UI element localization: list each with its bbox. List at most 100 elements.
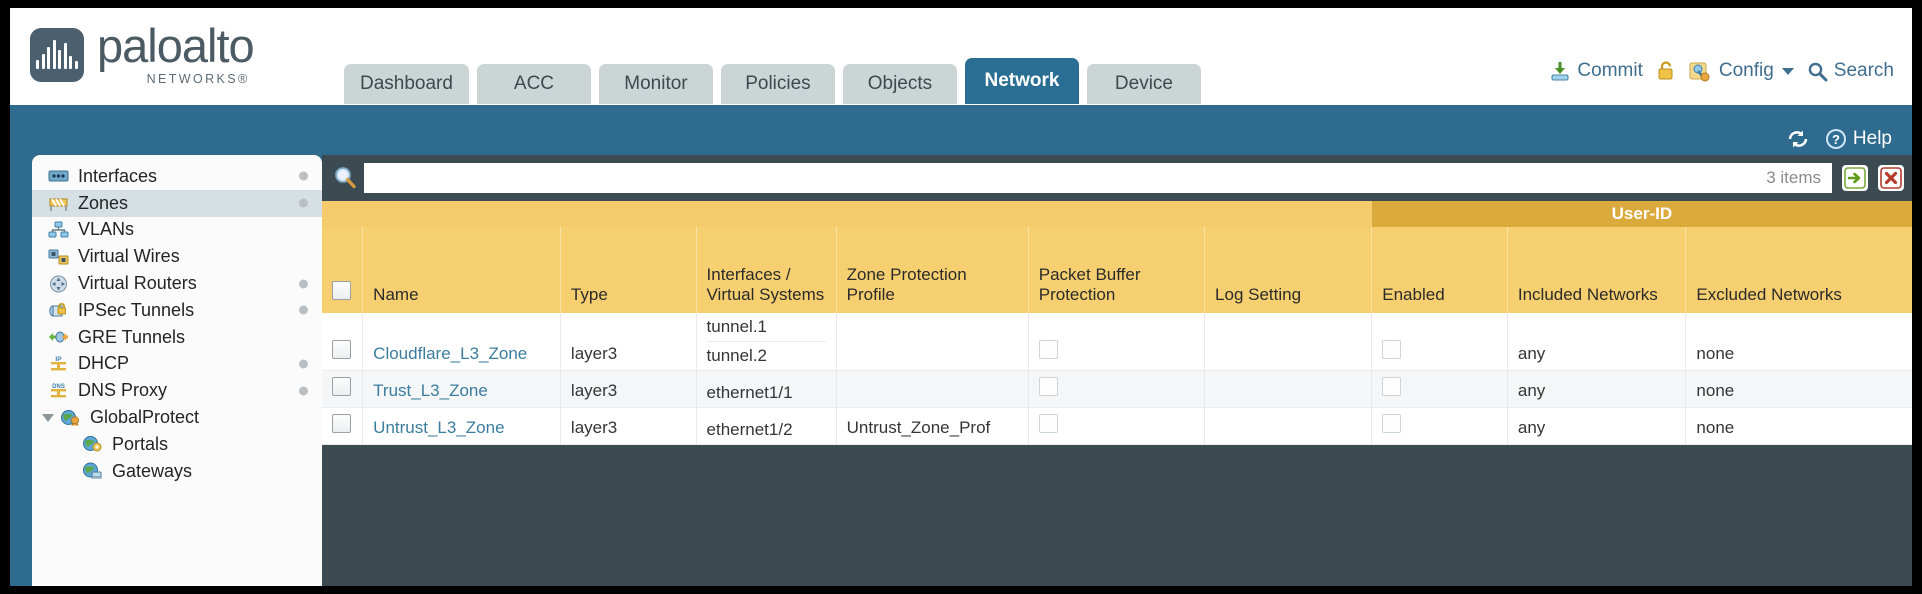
zones-icon [46, 193, 70, 213]
column-header-interfaces-virtual-systems[interactable]: Interfaces / Virtual Systems [695, 227, 837, 313]
nav-tab-label: ACC [513, 73, 555, 94]
sidebar-item-label: GRE Tunnels [78, 326, 186, 347]
refresh-button[interactable] [1786, 128, 1810, 150]
sidebar-item-globalprotect[interactable]: GlobalProtect [32, 404, 322, 431]
sidebar-item-label: Portals [112, 433, 169, 454]
sidebar-item-label: VLANs [78, 219, 135, 240]
select-all-checkbox[interactable] [332, 281, 351, 300]
nav-tab-acc[interactable]: ACC [476, 64, 591, 104]
cell-included-networks: any [1506, 370, 1686, 408]
userid-enabled-checkbox[interactable] [1382, 340, 1402, 359]
sidebar-item-ipsec-tunnels[interactable]: IPSec Tunnels [32, 297, 322, 324]
sidebar-item-label: Gateways [112, 460, 193, 481]
userid-enabled-checkbox[interactable] [1382, 414, 1402, 433]
toolbar-right: ? Help [1786, 127, 1892, 151]
cell-userid-enabled [1371, 370, 1508, 408]
zone-name-link[interactable]: Trust_L3_Zone [373, 381, 488, 400]
row-checkbox[interactable] [332, 377, 351, 396]
zone-name-link[interactable]: Cloudflare_L3_Zone [373, 344, 528, 363]
cell-excluded-networks: none [1685, 313, 1912, 371]
packet-buffer-protection-checkbox[interactable] [1038, 340, 1058, 359]
chevron-down-icon[interactable] [42, 413, 54, 422]
column-header-log-setting[interactable]: Log Setting [1204, 227, 1372, 313]
config-icon [1689, 62, 1710, 82]
column-header-zone-protection-profile[interactable]: Zone Protection Profile [835, 227, 1029, 313]
help-button[interactable]: ? Help [1824, 127, 1892, 151]
search-button[interactable]: Search [1807, 60, 1894, 82]
nav-tab-network[interactable]: Network [964, 58, 1079, 104]
column-header-included-networks[interactable]: Included Networks [1506, 227, 1686, 313]
zone-name-link[interactable]: Untrust_L3_Zone [373, 418, 505, 437]
sidebar-item-vlans[interactable]: VLANs [32, 217, 322, 244]
userid-enabled-checkbox[interactable] [1382, 377, 1402, 396]
clear-filter-button[interactable] [1878, 165, 1904, 191]
cell-log-setting [1204, 407, 1372, 445]
group-header-blank [322, 201, 1372, 227]
cell-included-networks: any [1506, 407, 1686, 445]
config-menu[interactable]: Config [1689, 60, 1794, 82]
cell-excluded-networks: none [1685, 407, 1912, 445]
close-icon [1880, 167, 1902, 189]
cell-log-setting [1204, 370, 1372, 408]
sidebar-item-virtual-routers[interactable]: Virtual Routers [32, 270, 322, 297]
content-panel: 3 items [322, 155, 1912, 586]
column-header-enabled[interactable]: Enabled [1371, 227, 1508, 313]
nav-tab-monitor[interactable]: Monitor [598, 64, 713, 104]
sidebar-item-interfaces[interactable]: Interfaces [32, 163, 322, 190]
sidebar-item-portals[interactable]: Portals [32, 431, 322, 458]
column-header-excluded-networks[interactable]: Excluded Networks [1685, 227, 1912, 313]
sidebar-item-zones[interactable]: Zones [32, 189, 322, 217]
sidebar-item-virtual-wires[interactable]: Virtual Wires [32, 243, 322, 270]
row-checkbox[interactable] [332, 414, 351, 433]
nav-tab-device[interactable]: Device [1086, 64, 1201, 104]
search-input[interactable]: 3 items [364, 163, 1832, 193]
nav-tab-dashboard[interactable]: Dashboard [344, 64, 469, 104]
packet-buffer-protection-checkbox[interactable] [1038, 377, 1058, 396]
sidebar-item-gre-tunnels[interactable]: GRE Tunnels [32, 324, 322, 351]
help-icon: ? [1825, 129, 1846, 149]
sidebar-item-label: IPSec Tunnels [78, 299, 195, 320]
sidebar-item-gateways[interactable]: Gateways [32, 458, 322, 485]
nav-tab-objects[interactable]: Objects [842, 64, 957, 104]
chevron-down-icon [1781, 67, 1794, 75]
sidebar-item-indicator [299, 359, 308, 369]
row-checkbox[interactable] [332, 340, 351, 359]
nav-tab-label: Device [1114, 73, 1173, 94]
commit-icon [1551, 62, 1569, 81]
header-actions: Commit Config [1549, 60, 1894, 82]
commit-button[interactable]: Commit [1549, 60, 1643, 82]
brand-tagline: NETWORKS® [146, 71, 250, 86]
cell-included-networks: any [1506, 313, 1686, 371]
apply-filter-button[interactable] [1842, 165, 1868, 191]
row-select-cell [322, 407, 363, 445]
column-header-type[interactable]: Type [559, 227, 697, 313]
packet-buffer-protection-checkbox[interactable] [1038, 414, 1058, 433]
cell-packet-buffer-protection [1027, 370, 1205, 408]
virtual-routers-icon [46, 274, 70, 294]
search-label: Search [1833, 60, 1894, 81]
column-header-name[interactable]: Name [362, 227, 561, 313]
nav-tab-policies[interactable]: Policies [720, 64, 835, 104]
nav-tab-label: Dashboard [360, 73, 453, 94]
sidebar-item-indicator [299, 386, 308, 396]
cell-name: Untrust_L3_Zone [362, 407, 561, 445]
virtual-wires-icon [46, 247, 70, 267]
sidebar-item-label: Virtual Wires [78, 246, 180, 267]
cell-type: layer3 [559, 407, 697, 445]
cell-name: Trust_L3_Zone [362, 370, 561, 408]
lock-button[interactable] [1656, 60, 1676, 82]
column-header-packet-buffer-protection[interactable]: Packet Buffer Protection [1027, 227, 1205, 313]
filter-search-icon[interactable] [332, 165, 358, 191]
gateways-icon [80, 461, 104, 481]
